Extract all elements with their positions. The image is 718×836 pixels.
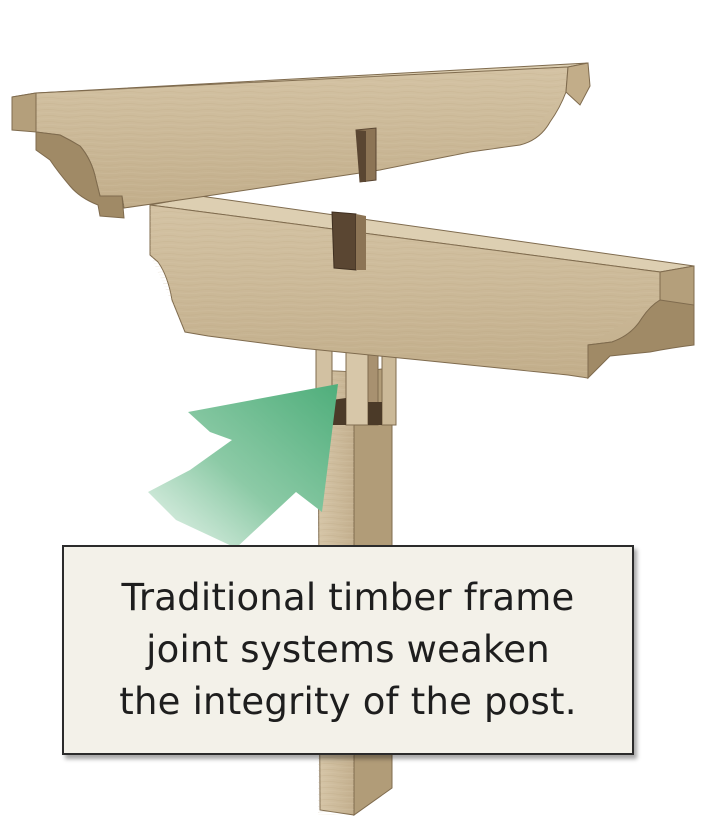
upper-beam-end — [11, 92, 37, 133]
lower-beam — [149, 195, 695, 380]
post-slot-left — [332, 398, 346, 425]
green-arrow-icon — [148, 384, 338, 548]
upper-beam — [11, 62, 591, 219]
post-slot-right — [368, 402, 382, 425]
lower-beam-notch — [331, 211, 357, 271]
caption-box: Traditional timber frame joint systems w… — [62, 545, 634, 755]
lower-beam-cove — [587, 299, 695, 380]
caption-line-2: joint systems weaken — [146, 628, 550, 671]
caption-line-1: Traditional timber frame — [121, 576, 575, 619]
upper-beam-cove — [35, 131, 125, 219]
caption-line-3: the integrity of the post. — [119, 680, 577, 723]
